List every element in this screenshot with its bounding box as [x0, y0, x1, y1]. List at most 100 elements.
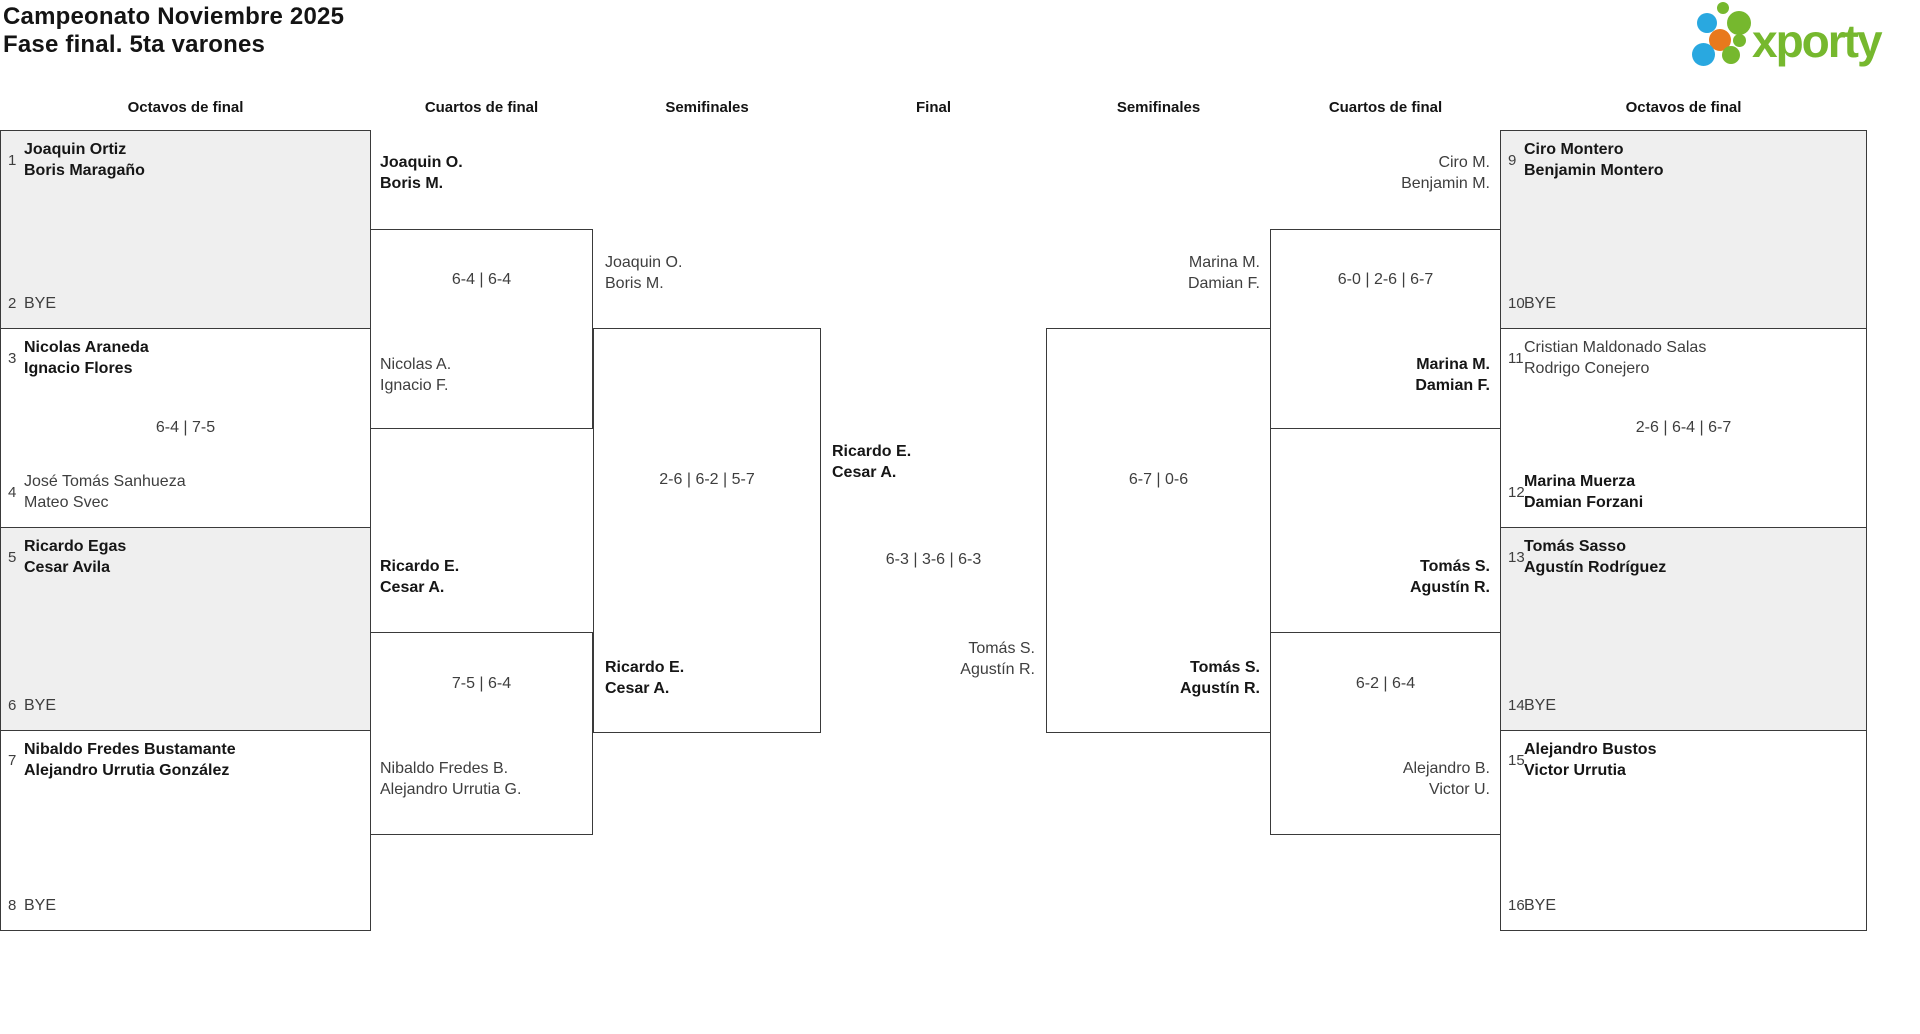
logo-wordmark: xporty [1752, 15, 1883, 67]
seed-number: 9 [1508, 151, 1517, 169]
logo-dot-icon [1692, 43, 1715, 66]
seed-number: 12 [1508, 483, 1525, 501]
cuartos-right-2-top-team: Tomás S.Agustín R. [1410, 558, 1490, 596]
semifinal-right-top-team: Marina M.Damian F. [1187, 254, 1260, 292]
seed-number: 14 [1508, 697, 1525, 714]
semifinal-right-score: 6-7 | 0-6 [1128, 471, 1189, 488]
match-box-cuartos-right-2[interactable] [1270, 632, 1501, 835]
seed-number: 4 [8, 483, 17, 501]
seed-number: 8 [8, 897, 17, 914]
round-header-cuartos-right: Cuartos de final [1328, 99, 1443, 116]
phase-name: Fase final. 5ta varones [3, 31, 266, 58]
match-box-cuartos-left-2[interactable] [370, 632, 593, 835]
team-slot: 2 BYE [1, 293, 370, 314]
final-winner-team: Ricardo E.Cesar A. [832, 443, 912, 481]
team-names: BYE [24, 897, 57, 914]
logo-dot-icon [1697, 13, 1717, 33]
seed-number: 7 [8, 751, 17, 769]
cuartos-left-1-score: 6-4 | 6-4 [451, 271, 512, 288]
match-box-cuartos-right-1[interactable] [1270, 229, 1501, 429]
semifinal-left-score: 2-6 | 6-2 | 5-7 [659, 471, 755, 488]
semifinal-right-bottom-team: Tomás S.Agustín R. [1180, 659, 1260, 697]
seed-number: 6 [8, 697, 17, 714]
logo-dot-icon [1709, 29, 1731, 51]
team-slot: 14 BYE [1501, 695, 1866, 716]
cuartos-right-2-bottom-team: Alejandro B.Victor U. [1402, 760, 1490, 798]
team-names: BYE [1524, 897, 1557, 914]
semifinal-left-bottom-team: Ricardo E.Cesar A. [605, 659, 685, 697]
cuartos-left-2-score: 7-5 | 6-4 [451, 675, 512, 692]
team-names: BYE [1524, 295, 1557, 312]
logo-dot-icon [1733, 34, 1746, 47]
round-header-cuartos-left: Cuartos de final [424, 99, 539, 116]
round-header-octavos-right: Octavos de final [1625, 99, 1742, 116]
seed-number: 15 [1508, 751, 1525, 769]
round-header-semis-right: Semifinales [1116, 99, 1201, 116]
xporty-logo[interactable]: xporty [1688, 0, 1920, 76]
seed-number: 16 [1508, 897, 1525, 914]
team-slot: 16 BYE [1501, 895, 1866, 916]
team-names: BYE [1524, 697, 1557, 714]
cuartos-left-2-top-team: Ricardo E.Cesar A. [380, 558, 460, 596]
seed-number: 11 [1508, 349, 1524, 367]
team-slot: 6 BYE [1, 695, 370, 716]
seed-number: 2 [8, 295, 17, 312]
team-slot: 8 BYE [1, 895, 370, 916]
seed-number: 3 [8, 349, 17, 367]
team-slot: 10 BYE [1501, 293, 1866, 314]
final-runner-up-team: Tomás S.Agustín R. [960, 640, 1035, 678]
cuartos-right-1-bottom-team: Marina M.Damian F. [1415, 356, 1490, 394]
team-names: BYE [24, 295, 57, 312]
logo-dot-icon [1722, 46, 1740, 64]
seed-number: 1 [8, 151, 17, 169]
cuartos-right-2-score: 6-2 | 6-4 [1355, 675, 1416, 692]
round-header-octavos-left: Octavos de final [127, 99, 244, 116]
match-box-semifinal-left[interactable] [593, 328, 821, 733]
match-box-cuartos-left-1[interactable] [370, 229, 593, 429]
round-header-semis-left: Semifinales [665, 99, 749, 116]
match-box-semifinal-right[interactable] [1046, 328, 1271, 733]
team-names: BYE [24, 697, 57, 714]
cuartos-left-1-bottom-team: Nicolas A.Ignacio F. [380, 356, 452, 394]
logo-dot-icon [1717, 2, 1729, 14]
cuartos-left-2-bottom-team: Nibaldo Fredes B.Alejandro Urrutia G. [380, 760, 522, 798]
seed-number: 5 [8, 548, 17, 566]
page-title: Campeonato Noviembre 2025 Fase final. 5t… [3, 3, 344, 59]
seed-number: 13 [1508, 548, 1525, 566]
round-header-final: Final [915, 99, 951, 116]
match-score: 6-4 | 7-5 [155, 419, 216, 436]
tournament-name: Campeonato Noviembre 2025 [3, 3, 345, 30]
cuartos-right-1-score: 6-0 | 2-6 | 6-7 [1337, 271, 1434, 288]
seed-number: 10 [1508, 295, 1525, 312]
match-score: 2-6 | 6-4 | 6-7 [1635, 419, 1732, 436]
cuartos-right-1-top-team: Ciro M.Benjamin M. [1401, 154, 1490, 192]
cuartos-left-1-top-team: Joaquin O.Boris M. [380, 154, 463, 192]
